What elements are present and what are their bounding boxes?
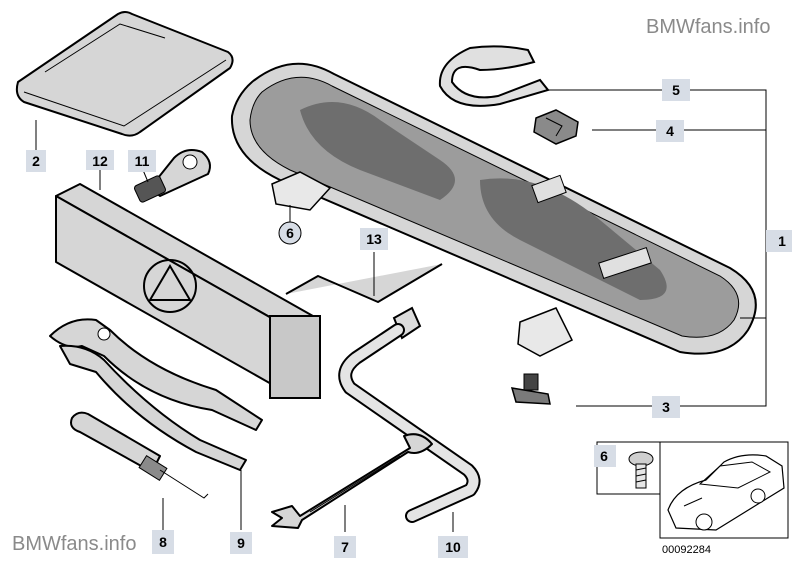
wrench-part	[271, 433, 433, 529]
wing-screw-part	[510, 373, 551, 405]
svg-text:5: 5	[672, 82, 680, 98]
tool-bag-part	[15, 11, 234, 137]
callout-8: 8	[152, 530, 174, 554]
svg-text:9: 9	[237, 535, 245, 551]
pliers-part	[49, 318, 263, 471]
warning-triangle-box-part	[55, 183, 321, 399]
callout-6a: 6	[278, 221, 302, 245]
svg-text:1: 1	[778, 233, 786, 249]
callout-5: 5	[662, 79, 690, 101]
svg-text:8: 8	[159, 534, 167, 550]
svg-text:2: 2	[32, 153, 40, 169]
callout-4: 4	[656, 120, 684, 142]
callout-2: 2	[26, 150, 46, 172]
inset-code: 00092284	[662, 544, 711, 556]
svg-text:11: 11	[135, 153, 150, 169]
watermark-bottom: BMWfans.info	[12, 533, 136, 555]
callout-13: 13	[360, 228, 388, 250]
svg-text:6: 6	[286, 225, 294, 241]
screw-6-part	[628, 451, 654, 489]
svg-text:4: 4	[666, 123, 674, 139]
callout-9: 9	[230, 532, 252, 554]
screwdriver-part	[70, 411, 209, 499]
nut-part	[533, 109, 579, 145]
svg-text:3: 3	[662, 399, 670, 415]
inset-panel: 00092284	[596, 441, 789, 556]
callout-1: 1	[766, 230, 792, 252]
tool-tray-part	[230, 62, 757, 357]
watermark-top: BMWfans.info	[646, 16, 770, 38]
wheel-brace-part	[338, 306, 481, 523]
callout-7: 7	[334, 536, 356, 558]
svg-text:13: 13	[366, 231, 382, 247]
svg-text:10: 10	[445, 539, 461, 555]
strap-part	[438, 45, 550, 107]
bracket-part	[285, 263, 443, 303]
callout-10: 10	[438, 536, 468, 558]
towing-eye-part	[133, 149, 211, 203]
svg-text:12: 12	[92, 153, 108, 169]
car-thumbnail-icon	[667, 454, 785, 531]
callout-12: 12	[86, 150, 114, 170]
leader-1	[680, 89, 774, 407]
callout-6b: 6	[594, 445, 616, 467]
callout-11: 11	[128, 150, 156, 172]
callout-3: 3	[652, 396, 680, 418]
svg-text:7: 7	[341, 539, 349, 555]
svg-text:6: 6	[600, 448, 608, 464]
